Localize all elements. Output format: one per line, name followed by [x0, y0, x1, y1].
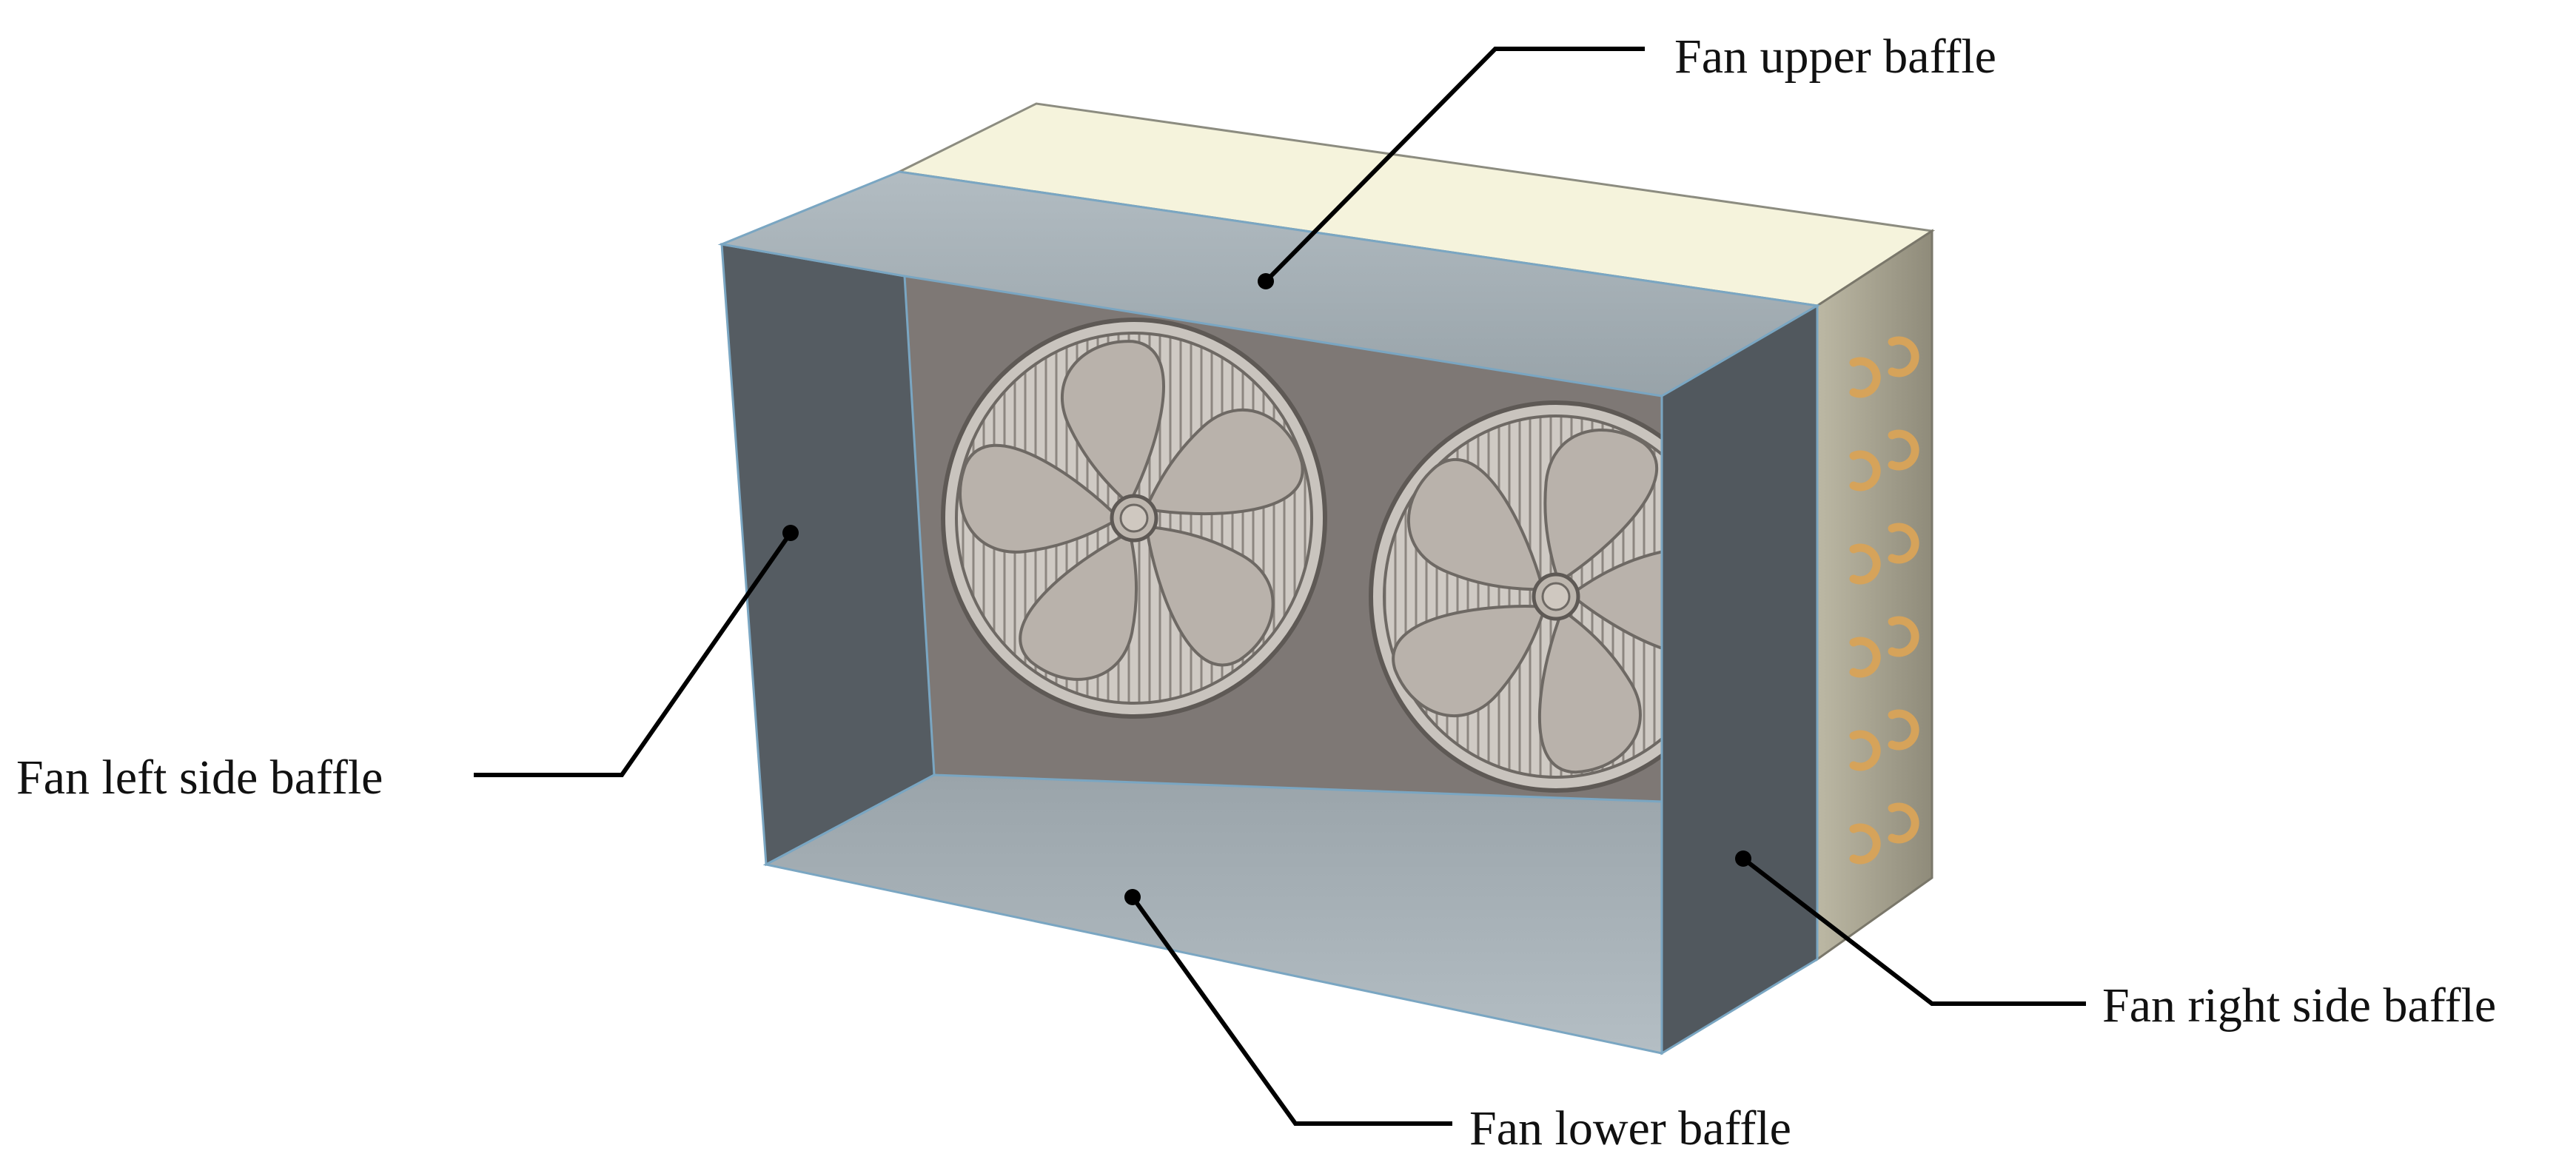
fan-blade — [1568, 548, 1662, 657]
copper-elbow — [1888, 429, 1919, 471]
fan-blade — [1060, 340, 1165, 507]
right-side-baffle-label: Fan right side baffle — [2102, 979, 2497, 1033]
fan-blade — [1144, 524, 1275, 667]
right-fan — [1369, 400, 1662, 793]
copper-elbow — [1849, 450, 1881, 491]
fan-blade — [1537, 607, 1642, 774]
copper-elbow — [1849, 823, 1881, 865]
fan-blade — [1019, 530, 1138, 681]
copper-elbow — [1888, 336, 1919, 377]
fan-blade — [1143, 408, 1304, 516]
copper-elbow — [1849, 543, 1881, 585]
fan-blades — [1392, 428, 1662, 774]
right-side-baffle — [1660, 303, 1819, 1055]
left-side-baffle — [720, 243, 936, 867]
leader-upper — [1258, 47, 1645, 289]
fan-blade — [1406, 458, 1545, 591]
copper-elbow — [1849, 637, 1881, 678]
copper-elbows — [1849, 336, 1919, 865]
left-side-baffle-label: Fan left side baffle — [16, 751, 383, 805]
fan-blade — [959, 443, 1122, 554]
fan-blade — [1392, 605, 1548, 717]
copper-elbow — [1849, 357, 1881, 398]
lower-baffle-label: Fan lower baffle — [1469, 1101, 1791, 1155]
copper-elbow — [1888, 709, 1919, 751]
left-fan — [941, 318, 1327, 719]
upper-baffle-label: Fan upper baffle — [1674, 30, 1996, 84]
leader-lower — [1124, 889, 1452, 1126]
fan-blades — [959, 340, 1304, 681]
copper-elbow — [1888, 802, 1919, 844]
copper-elbow — [1849, 730, 1881, 771]
copper-elbow — [1888, 616, 1919, 657]
copper-elbow — [1888, 523, 1919, 564]
leader-right — [1735, 850, 2086, 1006]
fan-blade — [1543, 428, 1659, 585]
leader-left — [474, 525, 799, 777]
